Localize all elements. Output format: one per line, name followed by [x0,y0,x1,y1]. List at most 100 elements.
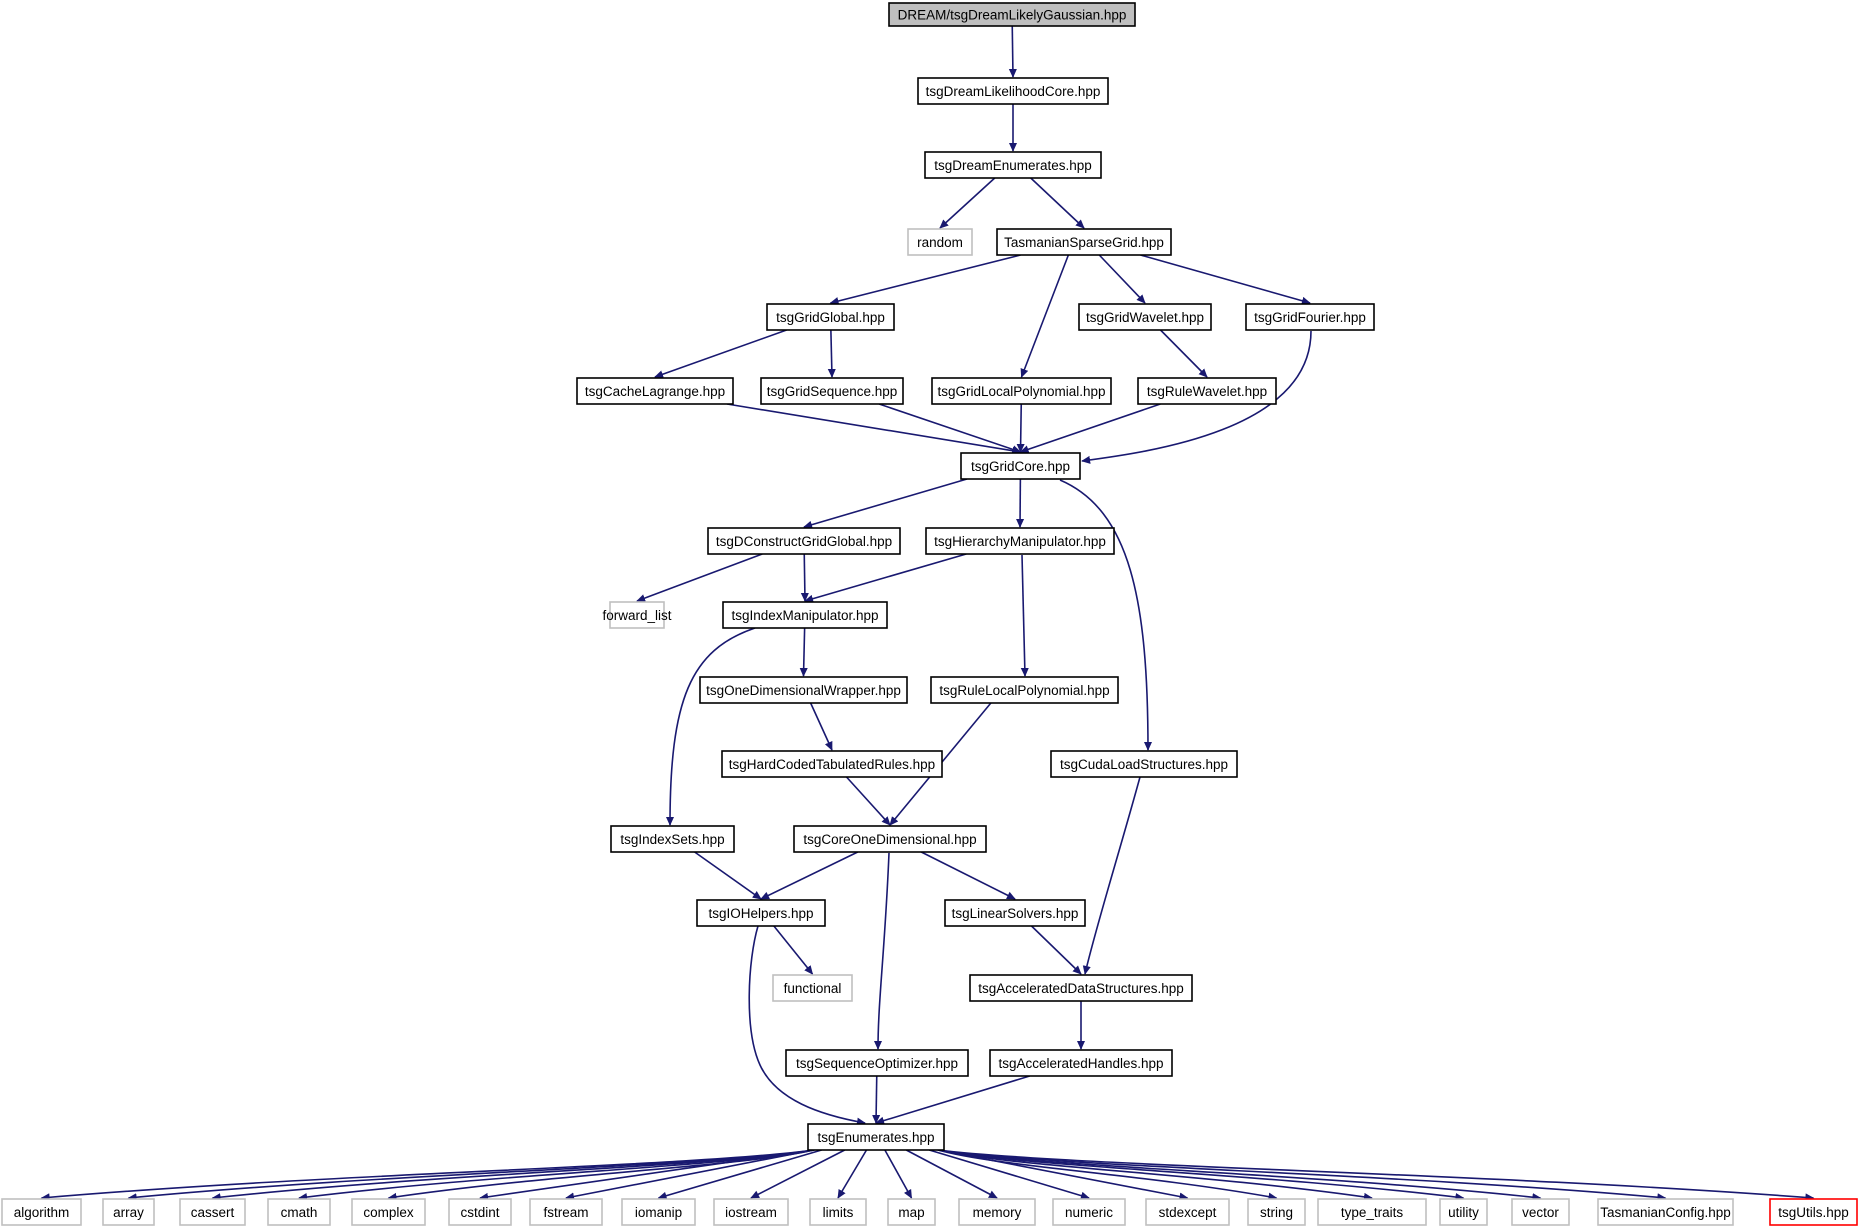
node-seqopt[interactable]: tsgSequenceOptimizer.hpp [785,1049,969,1077]
node-localpoly[interactable]: tsgGridLocalPolynomial.hpp [931,377,1112,405]
node-label-linsolve: tsgLinearSolvers.hpp [952,906,1079,921]
node-label-fstream: fstream [543,1205,588,1220]
node-box-onedimwrap [699,676,908,704]
node-acchandles[interactable]: tsgAcceleratedHandles.hpp [989,1049,1173,1077]
node-box-seqopt [785,1049,969,1077]
node-label-acchandles: tsgAcceleratedHandles.hpp [998,1056,1163,1071]
edge-gridcore-to-dconstruct [803,478,968,529]
node-box-cudaload [1050,750,1238,778]
node-label-dconstruct: tsgDConstructGridGlobal.hpp [716,534,892,549]
edge-coreone-to-seqopt [873,852,890,1050]
edge-enumerates-to-vector [937,1149,1542,1202]
edge-hierarchy-to-indexmanip [804,553,967,603]
node-box-gridseq [760,377,904,405]
node-onedimwrap[interactable]: tsgOneDimensionalWrapper.hpp [699,676,908,704]
edge-coreone-to-iohelpers [760,851,859,900]
node-label-onedimwrap: tsgOneDimensionalWrapper.hpp [706,683,901,698]
node-box-cmath [267,1198,331,1226]
edge-onedimwrap-to-hardcoded [809,702,833,751]
node-indexmanip[interactable]: tsgIndexManipulator.hpp [722,601,888,629]
node-label-limits: limits [823,1205,854,1220]
node-box-likecore [917,77,1109,105]
node-fourier[interactable]: tsgGridFourier.hpp [1245,303,1375,331]
node-label-iomanip: iomanip [635,1205,682,1220]
node-rulelocal[interactable]: tsgRuleLocalPolynomial.hpp [930,676,1119,704]
node-box-type_traits [1317,1198,1427,1226]
node-label-array: array [113,1205,144,1220]
edge-tsg-to-localpoly [1020,254,1070,378]
node-accdata[interactable]: tsgAcceleratedDataStructures.hpp [969,974,1193,1002]
node-box-array [102,1198,155,1226]
node-box-string [1247,1198,1306,1226]
node-global[interactable]: tsgGridGlobal.hpp [766,303,895,331]
node-rulewave[interactable]: tsgRuleWavelet.hpp [1137,377,1277,405]
edge-enumerates-to-cstdint [479,1149,815,1201]
node-dreamenum[interactable]: tsgDreamEnumerates.hpp [924,151,1102,179]
node-hardcoded[interactable]: tsgHardCodedTabulatedRules.hpp [721,750,943,778]
node-label-tsg: TasmanianSparseGrid.hpp [1004,235,1164,250]
edge-tsg-to-fourier [1140,254,1311,305]
node-label-gridseq: tsgGridSequence.hpp [767,384,898,399]
edge-enumerates-to-tasconfig [937,1149,1667,1202]
node-wavelet[interactable]: tsgGridWavelet.hpp [1078,303,1212,331]
node-box-algorithm [1,1198,82,1226]
node-linsolve[interactable]: tsgLinearSolvers.hpp [944,899,1086,927]
node-dconstruct[interactable]: tsgDConstructGridGlobal.hpp [707,527,901,555]
node-iohelpers[interactable]: tsgIOHelpers.hpp [696,899,826,927]
node-fwdlist: forward_list [602,601,672,629]
node-label-functional: functional [784,981,842,996]
node-coreone[interactable]: tsgCoreOneDimensional.hpp [793,825,987,853]
node-label-global: tsgGridGlobal.hpp [776,310,885,325]
node-box-dconstruct [707,527,901,555]
node-label-wavelet: tsgGridWavelet.hpp [1086,310,1204,325]
node-label-fourier: tsgGridFourier.hpp [1254,310,1366,325]
node-tsg[interactable]: TasmanianSparseGrid.hpp [996,228,1172,256]
node-label-root: DREAM/tsgDreamLikelyGaussian.hpp [898,8,1127,23]
edge-seqopt-to-enumerates [872,1075,881,1124]
node-label-iohelpers: tsgIOHelpers.hpp [708,906,813,921]
edge-cachelag-to-gridcore [726,403,1022,455]
node-label-memory: memory [973,1205,1022,1220]
node-label-cudaload: tsgCudaLoadStructures.hpp [1060,757,1228,772]
node-label-cassert: cassert [191,1205,235,1220]
node-label-cstdint: cstdint [460,1205,499,1220]
node-gridseq[interactable]: tsgGridSequence.hpp [760,377,904,405]
edge-indexmanip-to-indexsets [665,627,756,826]
node-box-fourier [1245,303,1375,331]
node-array: array [102,1198,155,1226]
node-label-seqopt: tsgSequenceOptimizer.hpp [796,1056,958,1071]
edge-enumerates-to-algorithm [40,1149,815,1202]
node-label-indexmanip: tsgIndexManipulator.hpp [731,608,878,623]
node-label-enumerates: tsgEnumerates.hpp [817,1130,934,1145]
node-hierarchy[interactable]: tsgHierarchyManipulator.hpp [925,527,1115,555]
node-utils[interactable]: tsgUtils.hpp [1769,1198,1858,1226]
node-label-rulelocal: tsgRuleLocalPolynomial.hpp [939,683,1109,698]
node-label-map: map [898,1205,924,1220]
edge-localpoly-to-gridcore [1016,403,1025,453]
node-label-dreamenum: tsgDreamEnumerates.hpp [934,158,1092,173]
node-label-utility: utility [1448,1205,1479,1220]
node-likecore[interactable]: tsgDreamLikelihoodCore.hpp [917,77,1109,105]
node-box-indexsets [610,825,735,853]
edge-global-to-gridseq [827,329,836,378]
node-box-map [887,1198,936,1226]
node-cudaload[interactable]: tsgCudaLoadStructures.hpp [1050,750,1238,778]
node-stdexcept: stdexcept [1145,1198,1230,1226]
node-functional: functional [772,974,853,1002]
node-enumerates[interactable]: tsgEnumerates.hpp [807,1123,945,1151]
node-label-type_traits: type_traits [1341,1205,1404,1220]
node-gridcore[interactable]: tsgGridCore.hpp [960,452,1081,480]
node-cachelag[interactable]: tsgCacheLagrange.hpp [576,377,734,405]
node-root[interactable]: DREAM/tsgDreamLikelyGaussian.hpp [888,2,1136,27]
node-label-gridcore: tsgGridCore.hpp [971,459,1070,474]
node-box-root [888,2,1136,27]
node-indexsets[interactable]: tsgIndexSets.hpp [610,825,735,853]
node-box-wavelet [1078,303,1212,331]
node-limits: limits [809,1198,867,1226]
node-label-stdexcept: stdexcept [1159,1205,1217,1220]
edge-enumerates-to-numeric [929,1149,1090,1200]
node-box-utility [1439,1198,1488,1226]
node-label-coreone: tsgCoreOneDimensional.hpp [803,832,976,847]
node-box-iomanip [621,1198,696,1226]
